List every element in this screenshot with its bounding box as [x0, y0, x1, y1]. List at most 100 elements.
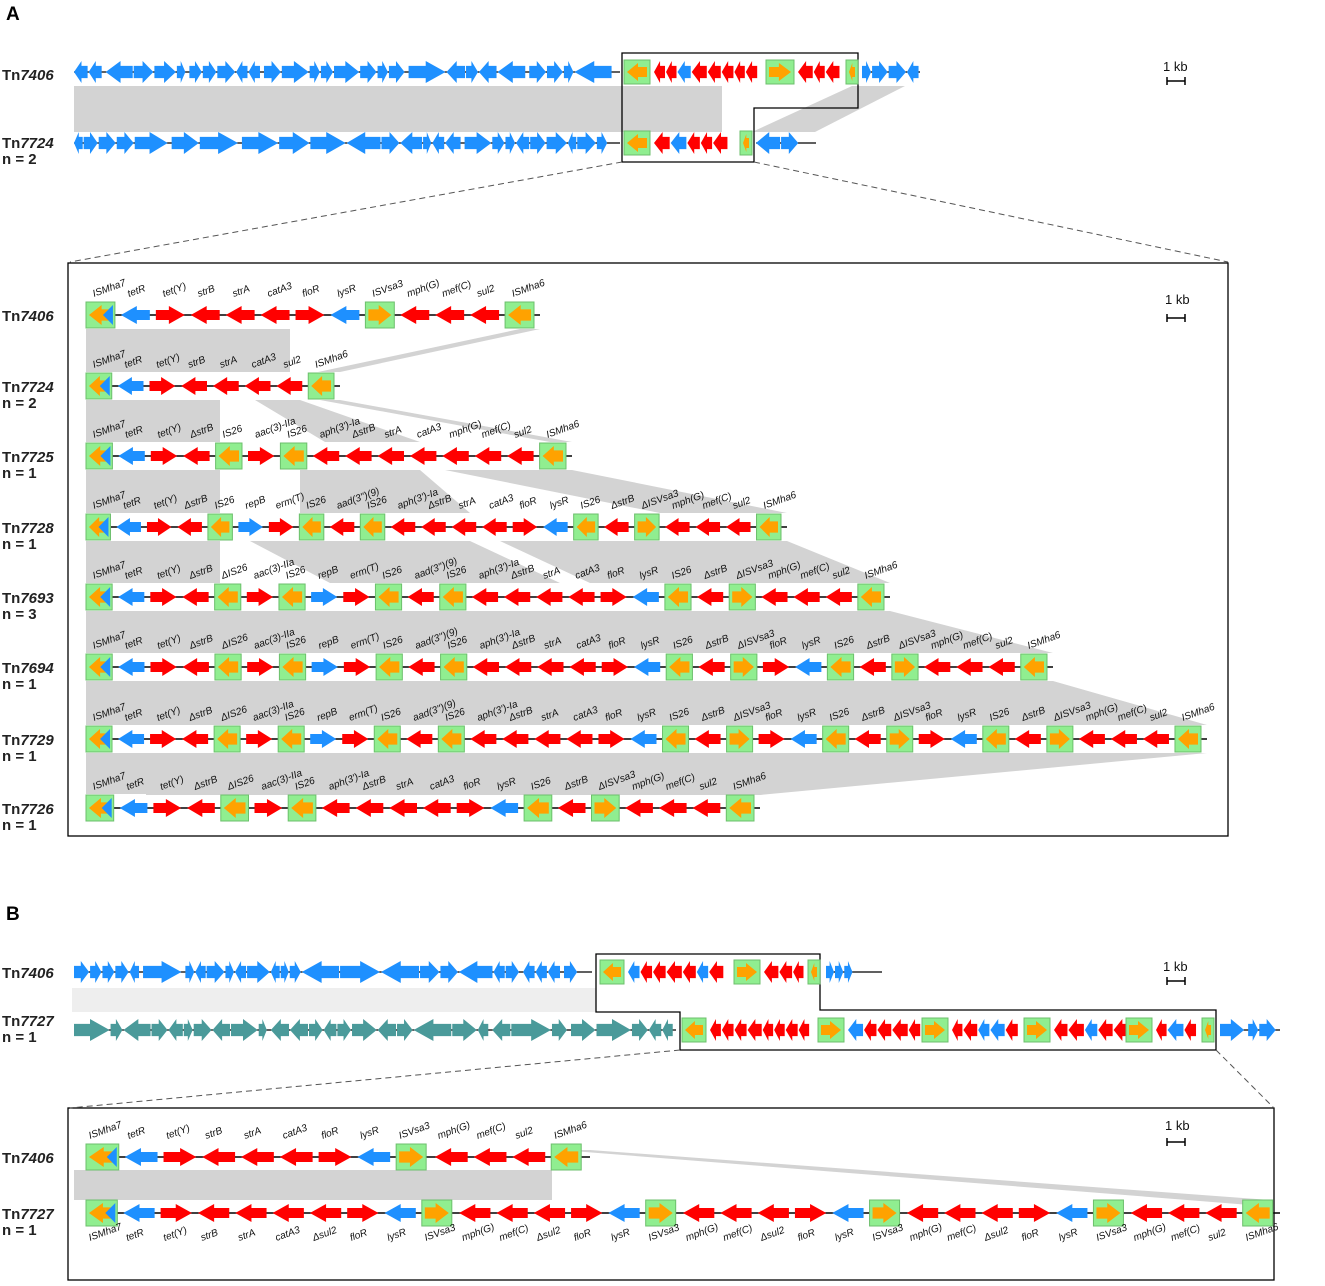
ov-a2-left-gene-4 — [134, 132, 168, 154]
detail-b-row-0-gene-11 — [512, 1148, 546, 1166]
detail-a-row-0-gene-0-inner — [102, 305, 113, 325]
detail-a-row-label-num-7: 7726 — [20, 801, 54, 818]
ov-b1-left-gene-12 — [270, 961, 280, 983]
detail-b-row-0-label-5: catA3 — [281, 1123, 309, 1142]
detail-b-row-0-gene-2 — [163, 1148, 197, 1166]
detail-a-row-6-gene-33 — [1142, 730, 1169, 748]
ov-a1-right-gene-0 — [862, 61, 872, 83]
detail-a-row-6-gene-1 — [118, 730, 145, 748]
ov-a2-left-gene-12 — [400, 132, 423, 154]
band-a-overview-right — [752, 86, 905, 132]
ov-b2-left-gene-21 — [492, 1019, 511, 1041]
band-a-common-2 — [86, 470, 146, 513]
ov-a2-red-gene-0 — [654, 132, 670, 154]
detail-a-row-0-label-9: mph(G) — [406, 278, 442, 300]
ov-a1-red2-gene-2 — [825, 61, 840, 83]
detail-a-row-5-gene-14 — [537, 658, 564, 676]
detail-a-row-7-gene-10 — [423, 799, 451, 817]
ov-b2-red-0-gene-1 — [721, 1019, 734, 1041]
ov-a2-red-gene-4 — [713, 132, 728, 154]
band-a-r3r4c — [500, 541, 890, 583]
detail-a-row-7-gene-17 — [658, 799, 687, 817]
detail-b-row-0-gene-7 — [357, 1148, 391, 1166]
band-a-r1r2b — [255, 400, 420, 442]
ov-a1-left-gene-17 — [377, 61, 388, 83]
ov-b2-left-gene-5 — [183, 1019, 193, 1041]
detail-a-row-label-prefix-7: Tn — [2, 801, 20, 818]
ov-b1-red2-gene-0 — [764, 961, 779, 983]
detail-a-row-6-gene-28-arrow — [985, 729, 1006, 749]
detail-a-row-count-1: n = 2 — [2, 395, 37, 412]
detail-a-row-1-gene-1 — [117, 377, 144, 395]
detail-a-row-7-gene-1 — [119, 799, 148, 817]
ov-b2-left-gene-4 — [168, 1019, 183, 1041]
detail-a-row-label-num-4: 7693 — [20, 590, 54, 607]
detail-a-row-4-gene-16 — [600, 588, 627, 606]
ov-b2-left-gene-13 — [323, 1019, 337, 1041]
zoom-b-right — [1215, 1049, 1275, 1109]
detail-b-row-1-label-22: mph(G) — [908, 1222, 944, 1244]
detail-b-row-1-gene-23 — [944, 1204, 976, 1222]
detail-a-row-2-label-4: IS26 — [221, 423, 245, 441]
detail-a-row-1-gene-2 — [149, 377, 176, 395]
ov-a1-red1-gene-6 — [734, 61, 745, 83]
ov-b2-left-gene-7 — [212, 1019, 230, 1041]
detail-a-row-4-gene-9-arrow — [378, 587, 399, 607]
detail-a-row-3-gene-3 — [177, 518, 202, 536]
detail-a-row-7-gene-9 — [389, 799, 417, 817]
detail-b-row-0-gene-8-arrow — [399, 1147, 424, 1167]
ov-b1-left-gene-18 — [420, 961, 440, 983]
detail-a-row-6-gene-14 — [534, 730, 561, 748]
detail-b-row-1-gene-2 — [160, 1204, 192, 1222]
ov-b2-red-2-gene-0 — [952, 1019, 963, 1041]
ov-b2-red-2-gene-3 — [990, 1019, 1005, 1041]
detail-a-row-3-gene-0-arrow — [89, 517, 108, 537]
detail-b-row-1-label-17: mef(C) — [722, 1223, 754, 1244]
detail-a-row-4-gene-22 — [793, 588, 820, 606]
ov-b1-left-gene-7 — [195, 961, 206, 983]
detail-a-row-0-label-1: tetR — [126, 283, 147, 300]
detail-a-row-6-gene-34-arrow — [1177, 729, 1198, 749]
detail-a-row-5-gene-2 — [150, 658, 177, 676]
ov-b2-left-gene-23 — [551, 1019, 568, 1041]
detail-a-row-4-gene-0-arrow — [89, 587, 110, 607]
ov-b2-red-0-gene-0 — [710, 1019, 721, 1041]
band-a-tail-2 — [445, 470, 787, 513]
ov-a2-left-gene-8 — [279, 132, 310, 154]
detail-a-row-6-gene-9-arrow — [377, 729, 398, 749]
detail-a-row-4-gene-5 — [246, 588, 273, 606]
detail-a-row-6-gene-3 — [182, 730, 209, 748]
detail-a-row-count-2: n = 1 — [2, 465, 37, 482]
scale-b-overview: 1 kb — [1163, 959, 1188, 974]
detail-a-row-7-gene-15-arrow — [594, 798, 617, 818]
ov-b1-red1-gene-6 — [709, 961, 724, 983]
ov-a1-left-gene-6 — [189, 61, 202, 83]
detail-a-row-label-num-2: 7725 — [20, 449, 54, 466]
detail-b-row-1-gene-25 — [1018, 1204, 1051, 1222]
detail-a-row-label-6: Tn7729 — [2, 732, 54, 749]
ov-a1-red1-gene-2 — [677, 61, 691, 83]
detail-b-row-1-gene-10 — [459, 1204, 491, 1222]
detail-a-row-0-label-6: floR — [301, 283, 321, 299]
detail-a-row-4-gene-6-arrow — [281, 587, 303, 607]
ov-b2-left-gene-1 — [110, 1019, 123, 1041]
ov-b2-red-tail-gene-2 — [1184, 1019, 1197, 1041]
ov-b2-left-gene-17 — [397, 1019, 413, 1041]
detail-a-row-3-gene-11 — [421, 518, 446, 536]
detail-b-row-1-gene-28 — [1130, 1204, 1163, 1222]
detail-b-row-1-label-23: mef(C) — [945, 1223, 977, 1244]
ov-b2-left-gene-22 — [511, 1019, 551, 1041]
detail-b-row-0-label-9: mph(G) — [436, 1120, 472, 1142]
ov-b1-left-gene-25 — [547, 961, 560, 983]
detail-a-row-label-prefix-3: Tn — [2, 520, 20, 537]
detail-a-row-0-label-5: catA3 — [266, 281, 294, 300]
ov-a1-left-gene-23 — [497, 61, 526, 83]
detail-b-row-label-1: Tn7727 — [2, 1206, 54, 1223]
ov-b2-left-gene-10 — [270, 1019, 290, 1041]
detail-b-row-1-gene-18 — [757, 1204, 789, 1222]
detail-a-row-5-gene-9-arrow — [379, 657, 400, 677]
ov-b2-red-1-gene-4 — [908, 1019, 921, 1041]
detail-a-row-7-gene-8 — [355, 799, 384, 817]
band-b-detail — [74, 1170, 552, 1200]
detail-b-row-1-gene-16 — [683, 1204, 715, 1222]
